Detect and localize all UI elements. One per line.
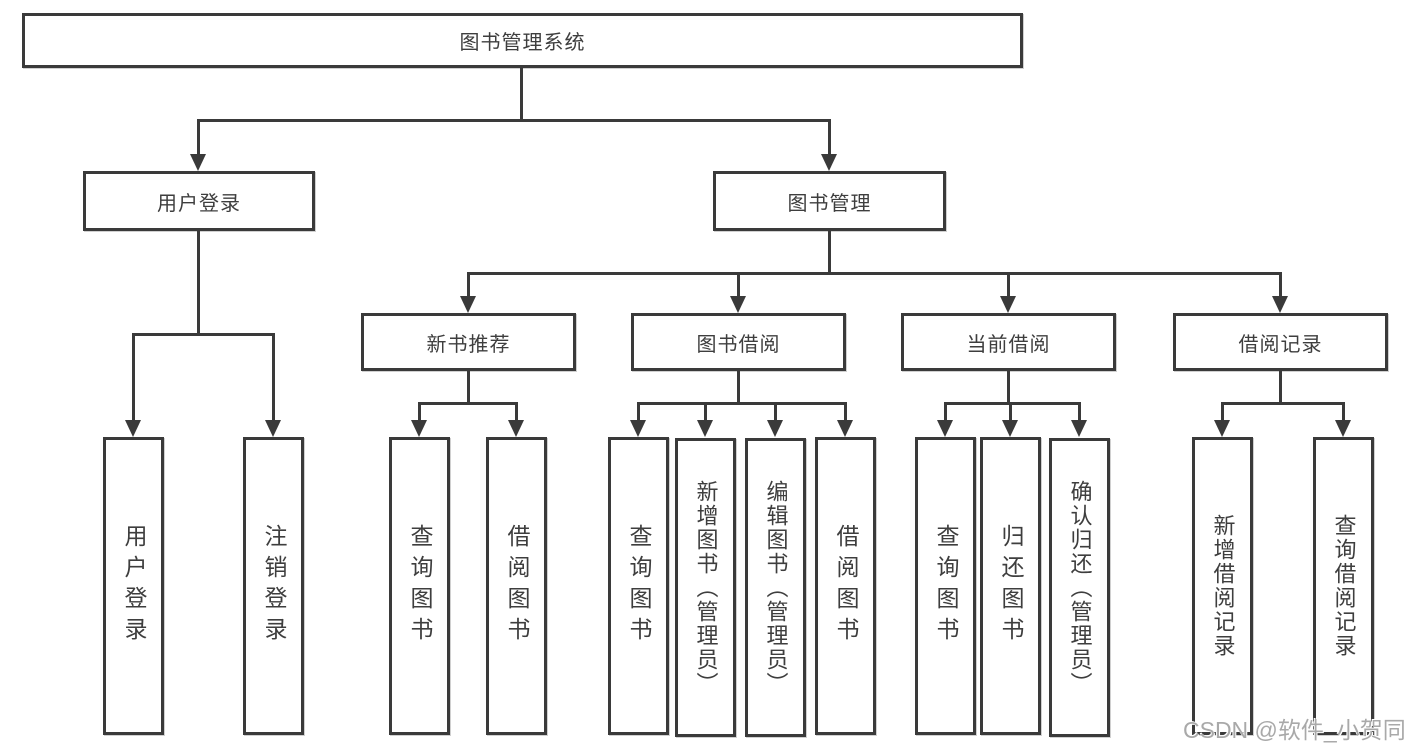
node-leaf-return-books: 归还图书 xyxy=(980,437,1041,735)
connector-drop xyxy=(704,402,707,422)
arrowhead-down-icon xyxy=(411,420,427,437)
connector-drop xyxy=(272,333,275,423)
node-leaf-confirm-return-admin: 确认归还（管理员） xyxy=(1049,438,1110,737)
node-leaf-logout: 注销登录 xyxy=(243,437,304,735)
connector-drop xyxy=(1279,272,1282,300)
connector-level2-rail xyxy=(197,119,831,122)
node-leaf-query-books-recommend: 查询图书 xyxy=(389,437,450,735)
connector-drop xyxy=(1007,272,1010,300)
connector-stem xyxy=(1279,371,1282,404)
node-book-borrowing: 图书借阅 xyxy=(631,313,846,371)
connector-drop xyxy=(467,272,470,300)
connector-root-stem xyxy=(520,68,523,121)
arrowhead-down-icon xyxy=(508,420,524,437)
connector-stem xyxy=(1007,371,1010,404)
arrowhead-down-icon xyxy=(821,154,837,171)
node-user-login: 用户登录 xyxy=(83,171,315,231)
connector-drop xyxy=(944,402,947,422)
connector-drop xyxy=(737,272,740,300)
connector-rail xyxy=(637,402,847,405)
node-current-borrowing: 当前借阅 xyxy=(901,313,1116,371)
connector-stem xyxy=(467,371,470,404)
connector-rail xyxy=(418,402,518,405)
arrowhead-down-icon xyxy=(125,420,141,437)
connector-level3-rail xyxy=(467,272,1282,275)
connector-drop xyxy=(132,333,135,423)
arrowhead-down-icon xyxy=(1000,296,1016,313)
arrowhead-down-icon xyxy=(937,420,953,437)
csdn-watermark: CSDN @软件_小贺同学 xyxy=(1183,717,1405,743)
arrowhead-down-icon xyxy=(837,420,853,437)
node-leaf-edit-books-admin: 编辑图书（管理员） xyxy=(745,438,806,737)
arrowhead-down-icon xyxy=(1002,420,1018,437)
connector-user-login-drop xyxy=(197,119,200,157)
arrowhead-down-icon xyxy=(265,420,281,437)
connector-drop xyxy=(1009,402,1012,422)
arrowhead-down-icon xyxy=(730,296,746,313)
node-leaf-add-borrow-record: 新增借阅记录 xyxy=(1192,437,1253,735)
node-leaf-borrow-books-recommend: 借阅图书 xyxy=(486,437,547,735)
node-leaf-borrow-books: 借阅图书 xyxy=(815,437,876,735)
connector-drop xyxy=(1221,402,1224,422)
arrowhead-down-icon xyxy=(460,296,476,313)
connector-drop xyxy=(515,402,518,422)
node-borrowing-records: 借阅记录 xyxy=(1173,313,1388,371)
connector-drop xyxy=(774,402,777,422)
connector-stem xyxy=(737,371,740,404)
connector-book-mgmt-drop xyxy=(828,119,831,157)
connector-rail xyxy=(944,402,1081,405)
arrowhead-down-icon xyxy=(1214,420,1230,437)
connector-drop xyxy=(844,402,847,422)
connector-book-mgmt-stem xyxy=(828,231,831,274)
arrowhead-down-icon xyxy=(190,154,206,171)
connector-drop xyxy=(637,402,640,422)
arrowhead-down-icon xyxy=(1071,420,1087,437)
arrowhead-down-icon xyxy=(697,420,713,437)
connector-drop xyxy=(418,402,421,422)
node-leaf-user-login: 用户登录 xyxy=(103,437,164,735)
connector-user-login-stem xyxy=(197,231,200,335)
node-leaf-query-books-borrowing: 查询图书 xyxy=(608,437,669,735)
connector-user-login-rail xyxy=(132,333,275,336)
node-new-book-recommend: 新书推荐 xyxy=(361,313,576,371)
arrowhead-down-icon xyxy=(767,420,783,437)
connector-drop xyxy=(1342,402,1345,422)
node-leaf-query-borrow-record: 查询借阅记录 xyxy=(1313,437,1374,735)
connector-drop xyxy=(1078,402,1081,422)
node-library-management-system: 图书管理系统 xyxy=(22,13,1023,68)
node-leaf-add-books-admin: 新增图书（管理员） xyxy=(675,438,736,737)
arrowhead-down-icon xyxy=(1272,296,1288,313)
arrowhead-down-icon xyxy=(1335,420,1351,437)
arrowhead-down-icon xyxy=(630,420,646,437)
node-leaf-query-books-current: 查询图书 xyxy=(915,437,976,735)
node-book-management: 图书管理 xyxy=(713,171,946,231)
connector-rail xyxy=(1221,402,1345,405)
